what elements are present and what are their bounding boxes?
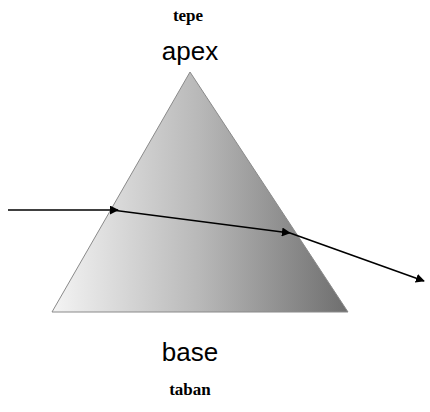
prism-triangle [52,72,348,312]
translation-label: tepe [173,7,203,26]
incident-ray [8,209,118,211]
emergent-ray [290,233,424,281]
translation-label: taban [169,381,211,400]
part-label: apex [162,37,218,66]
refracted-ray [112,210,290,233]
part-label: base [162,338,218,367]
